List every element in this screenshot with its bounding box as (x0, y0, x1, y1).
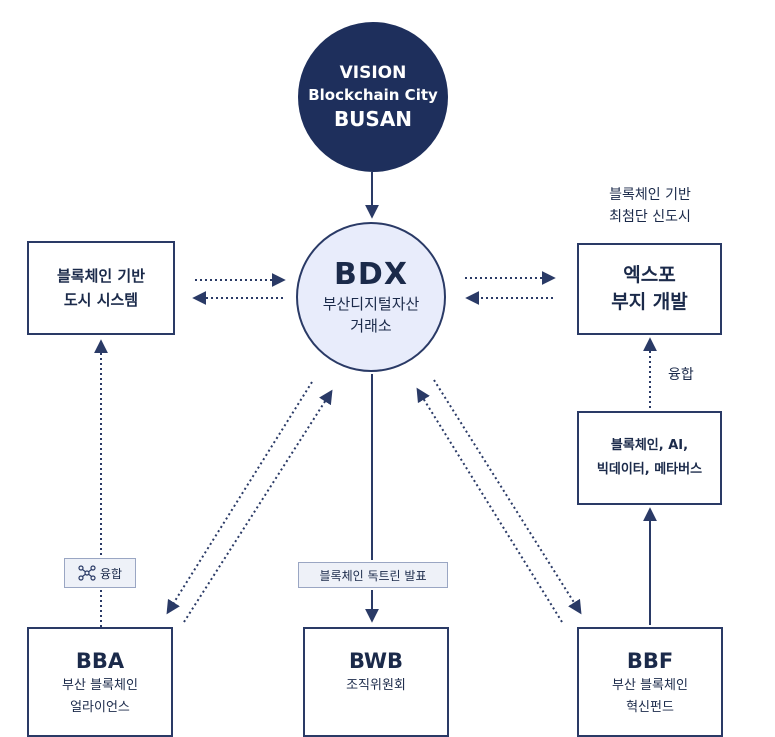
arrow-bba-to-bdx (183, 389, 333, 623)
vision-line1: VISION (339, 63, 407, 83)
bbf-box: BBF 부산 블록체인 혁신펀드 (577, 627, 723, 737)
doctrine-tag: 블록체인 독트린 발표 (298, 562, 448, 588)
bdx-circle: BDX 부산디지털자산 거래소 (296, 222, 446, 372)
expo-line1: 엑스포 (623, 264, 676, 286)
arrow-bdx-to-bbf (433, 379, 582, 615)
new-city-caption: 블록체인 기반 최첨단 신도시 (572, 184, 728, 228)
bba-line2: 얼라이언스 (70, 700, 130, 715)
expo-line2: 부지 개발 (611, 291, 688, 313)
fusion-label-right: 융합 (668, 367, 694, 383)
network-icon (78, 565, 96, 581)
bba-line1: 부산 블록체인 (62, 678, 138, 693)
bbf-title: BBF (626, 649, 674, 673)
bdx-sub2: 거래소 (350, 317, 392, 335)
bwb-line1: 조직위원회 (346, 678, 406, 693)
connector-layer (94, 172, 657, 627)
city-system-line1: 블록체인 기반 (56, 267, 146, 285)
bwb-box: BWB 조직위원회 (303, 627, 449, 737)
caption-line2: 최첨단 신도시 (609, 209, 691, 225)
bbf-line1: 부산 블록체인 (612, 678, 688, 693)
bdx-sub1: 부산디지털자산 (322, 295, 420, 313)
bbf-line2: 혁신펀드 (626, 700, 674, 715)
vision-circle: VISION Blockchain City BUSAN (298, 22, 448, 172)
city-system-line2: 도시 시스템 (63, 291, 139, 309)
doctrine-tag-label: 블록체인 독트린 발표 (319, 568, 427, 583)
bdx-title: BDX (334, 257, 408, 292)
bba-title: BBA (75, 649, 125, 673)
fusion-tag-left: 융합 (64, 558, 136, 588)
expo-box: 엑스포 부지 개발 (577, 243, 722, 335)
vision-line3: BUSAN (333, 107, 413, 131)
arrow-bdx-to-bba (166, 381, 313, 615)
bwb-title: BWB (348, 649, 404, 673)
fusion-tag-label: 융합 (99, 566, 123, 581)
arrow-bbf-to-bdx (416, 387, 563, 623)
tech-box: 블록체인, AI, 빅데이터, 메타버스 (577, 411, 722, 505)
caption-line1: 블록체인 기반 (609, 187, 691, 203)
tech-line1: 블록체인, AI, (610, 438, 689, 453)
vision-line2: Blockchain City (308, 86, 438, 104)
city-system-box: 블록체인 기반 도시 시스템 (27, 241, 175, 335)
tech-line2: 빅데이터, 메타버스 (596, 462, 703, 477)
bba-box: BBA 부산 블록체인 얼라이언스 (27, 627, 173, 737)
